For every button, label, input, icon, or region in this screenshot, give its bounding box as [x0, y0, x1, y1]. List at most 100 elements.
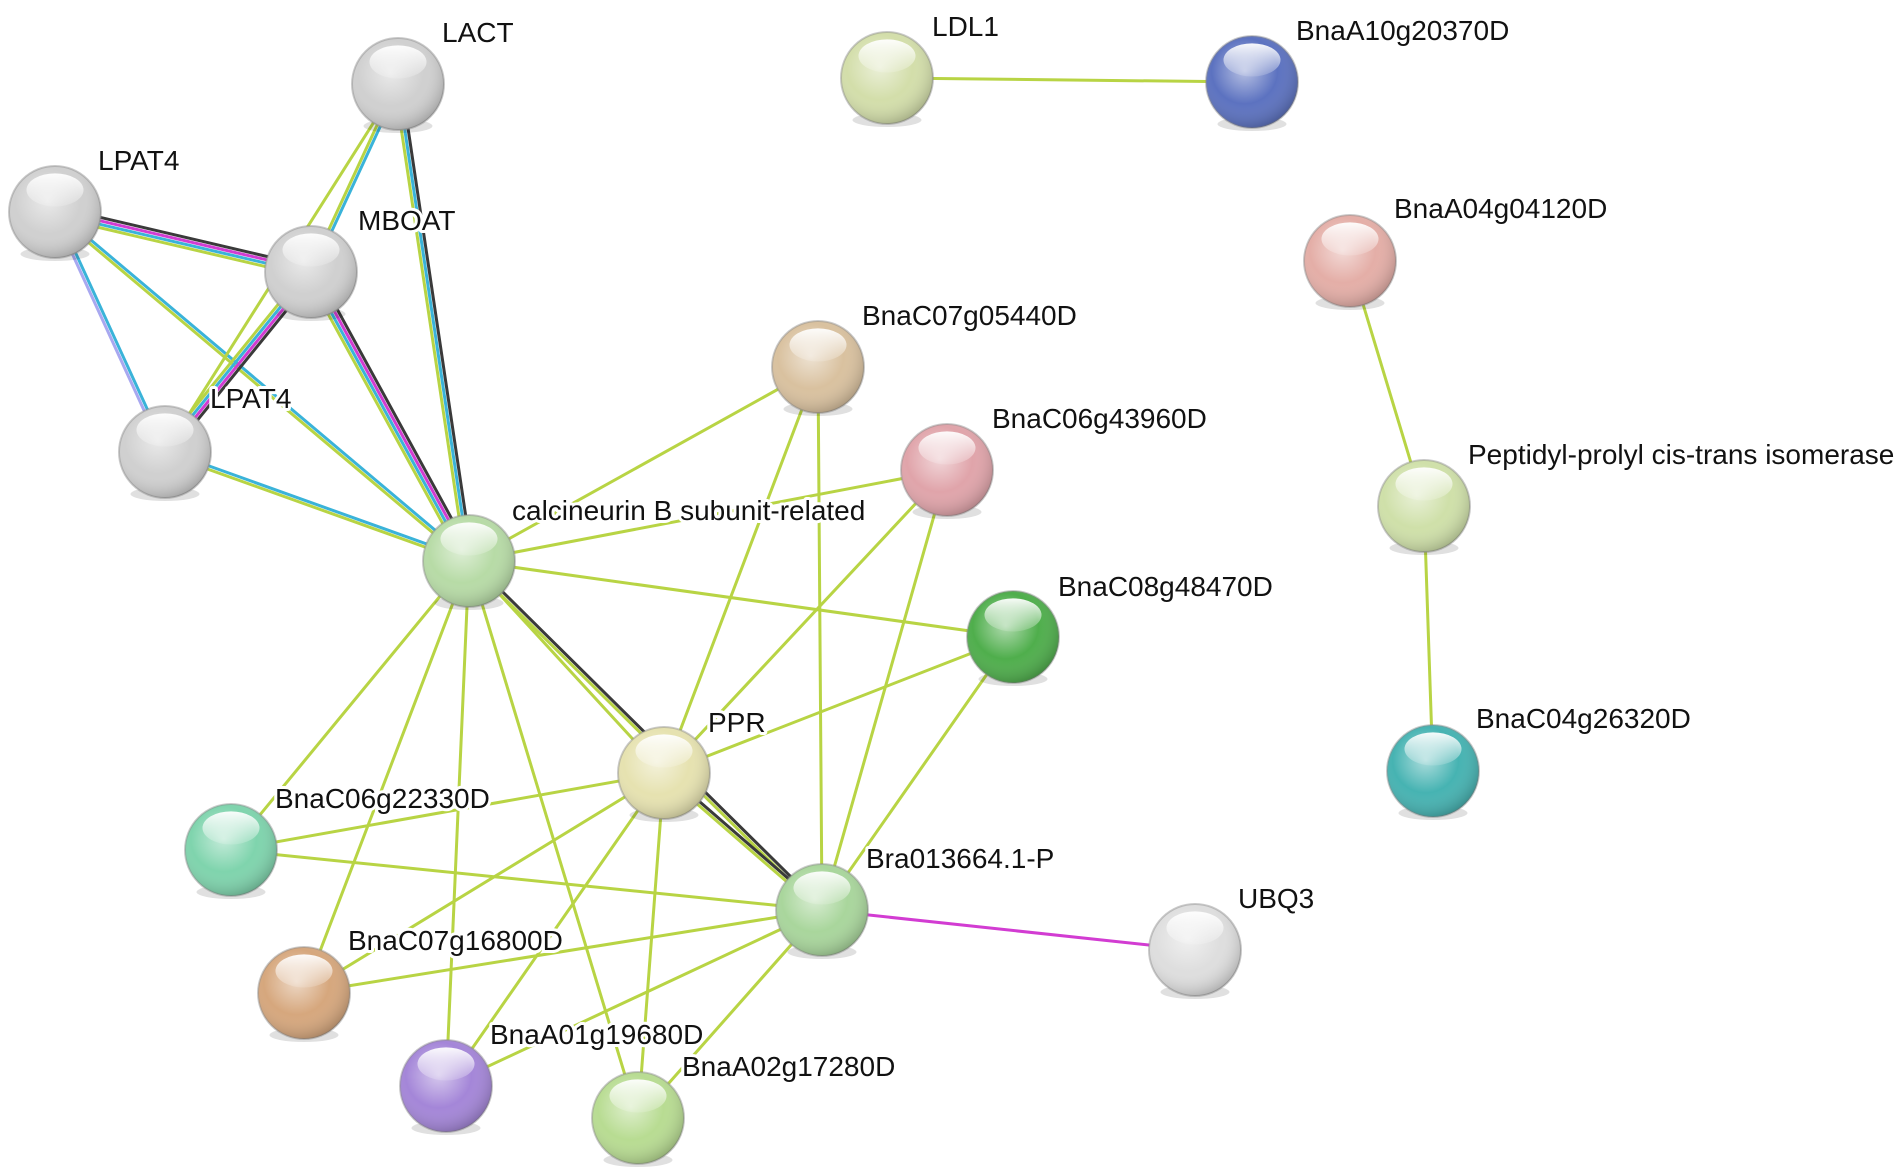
edge-evidence-line: [444, 559, 471, 1088]
node-c06g22330[interactable]: BnaC06g22330D: [184, 780, 493, 899]
edge-cbsr-c06g22330: [229, 559, 471, 852]
edge-evidence-line: [636, 771, 666, 1120]
node-gloss-highlight: [1223, 43, 1281, 77]
node-gloss-highlight: [984, 598, 1042, 632]
edge-ppr-c06g22330: [229, 771, 666, 852]
edge-evidence-line: [302, 771, 666, 995]
node-gloss-highlight: [282, 233, 340, 267]
edge-ldl1-a10g20370: [885, 76, 1254, 84]
node-gloss-highlight: [26, 173, 84, 207]
edge-evidence-line: [229, 559, 471, 852]
node-ubq3[interactable]: UBQ3: [1148, 880, 1317, 999]
node-ldl1[interactable]: LDL1: [840, 8, 1002, 127]
node-label: BnaC04g26320D: [1476, 703, 1691, 734]
node-label: Peptidyl-prolyl cis-trans isomerase: [1468, 439, 1894, 470]
edge-evidence-line: [444, 908, 824, 1088]
edge-cbsr-c07g05440: [467, 365, 820, 563]
node-gloss-highlight: [635, 734, 693, 768]
node-c06g43960[interactable]: BnaC06g43960D: [900, 400, 1210, 519]
edge-ppr-c07g16800: [302, 771, 666, 995]
edge-evidence-line: [636, 908, 824, 1120]
node-c08g48470[interactable]: BnaC08g48470D: [966, 568, 1276, 686]
node-label: LPAT4: [98, 145, 179, 176]
edge-evidence-line: [662, 365, 820, 775]
edge-evidence-line: [393, 83, 468, 564]
edge-evidence-line: [54, 209, 472, 562]
node-label: BnaC06g22330D: [275, 783, 490, 814]
edge-evidence-line: [396, 82, 471, 563]
edge-evidence-line: [662, 468, 949, 775]
node-gloss-highlight: [1404, 732, 1462, 766]
edge-cbsr-c08g48470: [467, 559, 1015, 639]
node-label: BnaA10g20370D: [1296, 15, 1509, 46]
node-cbsr[interactable]: calcineurin B subunit-related: [422, 492, 868, 610]
node-bra013664[interactable]: Bra013664.1-P: [775, 840, 1057, 959]
node-label: BnaA04g04120D: [1394, 193, 1607, 224]
node-c07g16800[interactable]: BnaC07g16800D: [257, 922, 566, 1042]
node-label: BnaC07g05440D: [862, 300, 1077, 331]
node-label: LDL1: [932, 11, 999, 42]
node-gloss-highlight: [1166, 911, 1224, 945]
edge-evidence-line: [229, 771, 666, 852]
node-ppr[interactable]: PPR: [617, 704, 769, 822]
node-a10g20370[interactable]: BnaA10g20370D: [1205, 12, 1512, 131]
node-gloss-highlight: [858, 39, 916, 73]
edge-evidence-line: [662, 635, 1015, 775]
node-gloss-highlight: [202, 811, 260, 845]
edge-ppr-a02g17280: [636, 771, 666, 1120]
edge-mboat-cbsr: [305, 268, 475, 565]
node-lact[interactable]: LACT: [351, 14, 517, 133]
edge-cbsr-a01g19680: [444, 559, 471, 1088]
node-label: BnaC07g16800D: [348, 925, 563, 956]
node-a04g04120[interactable]: BnaA04g04120D: [1303, 190, 1610, 310]
edge-c07g16800-bra013664: [302, 908, 824, 995]
edge-c07g05440-ppr: [662, 365, 820, 775]
node-mboat[interactable]: MBOAT: [264, 202, 458, 321]
edge-evidence-line: [820, 635, 1015, 912]
node-label: UBQ3: [1238, 883, 1314, 914]
node-label: PPR: [708, 707, 766, 738]
edge-evidence-line: [444, 771, 666, 1088]
edge-lpat4a-cbsr: [52, 209, 472, 564]
edge-evidence-line: [467, 559, 1015, 639]
node-lpat4a[interactable]: LPAT4: [8, 142, 182, 261]
edge-c06g43960-ppr: [662, 468, 949, 775]
node-gloss-highlight: [1321, 222, 1379, 256]
node-label: LACT: [442, 17, 514, 48]
edge-evidence-line: [467, 468, 949, 563]
edge-evidence-line: [302, 559, 471, 995]
node-gloss-highlight: [789, 328, 847, 362]
node-label: MBOAT: [358, 205, 455, 236]
edge-evidence-line: [885, 76, 1254, 84]
node-c07g05440[interactable]: BnaC07g05440D: [771, 297, 1080, 416]
edge-c06g22330-bra013664: [229, 848, 824, 912]
node-a01g19680[interactable]: BnaA01g19680D: [399, 1016, 706, 1135]
edge-evidence-line: [820, 468, 949, 912]
edge-bra013664-ubq3: [820, 908, 1197, 952]
edge-a01g19680-bra013664: [444, 908, 824, 1088]
edge-lact-cbsr: [393, 81, 474, 564]
node-gloss-highlight: [417, 1047, 475, 1081]
node-label: BnaA02g17280D: [682, 1051, 895, 1082]
node-ppiase[interactable]: Peptidyl-prolyl cis-trans isomerase: [1377, 436, 1897, 555]
edge-cbsr-c07g16800: [302, 559, 471, 995]
edge-lpat4b-cbsr: [162, 448, 472, 565]
node-a02g17280[interactable]: BnaA02g17280D: [591, 1048, 898, 1167]
edge-evidence-line: [52, 211, 470, 564]
node-c04g26320[interactable]: BnaC04g26320D: [1386, 700, 1694, 820]
edge-c08g48470-ppr: [662, 635, 1015, 775]
edge-evidence-line: [305, 272, 467, 565]
edge-evidence-line: [313, 268, 475, 561]
node-lpat4b[interactable]: LPAT4: [118, 380, 294, 501]
node-label: calcineurin B subunit-related: [512, 495, 865, 526]
node-gloss-highlight: [609, 1079, 667, 1113]
edge-c08g48470-bra013664: [820, 635, 1015, 912]
edge-evidence-line: [229, 848, 824, 912]
node-gloss-highlight: [1395, 467, 1453, 501]
edge-evidence-line: [162, 452, 470, 565]
node-label: BnaA01g19680D: [490, 1019, 703, 1050]
node-label: BnaC06g43960D: [992, 403, 1207, 434]
edge-evidence-line: [310, 269, 472, 562]
node-gloss-highlight: [369, 45, 427, 79]
